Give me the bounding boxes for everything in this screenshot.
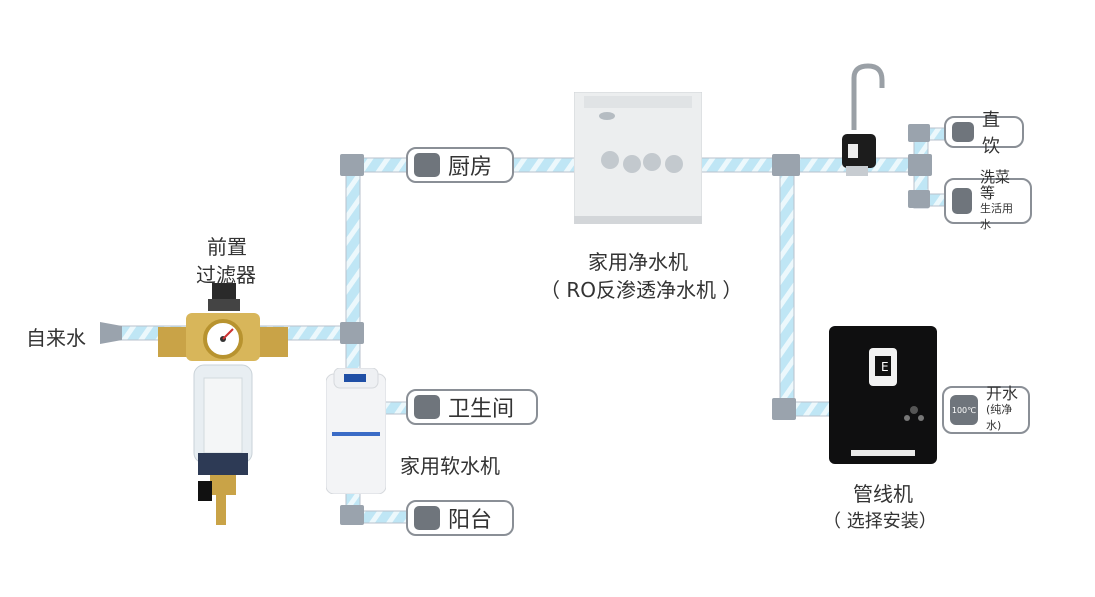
outlet-bathroom: 卫生间 <box>406 389 538 425</box>
faucet-device <box>838 60 888 178</box>
fitting <box>908 124 930 142</box>
fitting <box>772 398 796 420</box>
purifier-sub-label: （ RO反渗透净水机 ） <box>540 278 743 302</box>
temp-badge: 100℃ <box>951 405 977 415</box>
purifier-label: 家用净水机 <box>588 250 688 274</box>
display-glyph: E <box>881 360 889 374</box>
hot-water-icon: 100℃ <box>950 395 978 425</box>
fitting <box>772 154 800 176</box>
prefilter-device <box>158 283 288 533</box>
prefilter-label-line2: 过滤器 <box>196 263 256 287</box>
softener-label: 家用软水机 <box>400 454 500 478</box>
cup-icon <box>952 122 974 142</box>
fitting <box>340 154 364 176</box>
outlet-boil: 100℃ 开水 (纯净水) <box>942 386 1030 434</box>
pipe-riser-kitchen <box>345 161 361 341</box>
outlet-kitchen: 厨房 <box>406 147 514 183</box>
outlet-kitchen-label: 厨房 <box>448 155 493 180</box>
outlet-direct-drink: 直饮 <box>944 110 1024 157</box>
fitting <box>908 190 930 208</box>
inlet-cone <box>100 322 122 344</box>
oven-icon <box>414 153 440 177</box>
outlet-boil-line2: (纯净水) <box>986 403 1013 432</box>
outlet-bathroom-label: 卫生间 <box>448 397 515 422</box>
prefilter-label-line1: 前置 <box>207 235 247 259</box>
pipe-down-pipeline <box>779 164 795 411</box>
pipeline-machine-device: E <box>829 326 937 464</box>
faucet-drop-icon <box>952 188 972 214</box>
softener-device <box>325 367 387 495</box>
outlet-balcony: 阳台 <box>406 500 514 536</box>
outlet-wash-line2: 生活用水 <box>980 202 1013 231</box>
outlet-direct-drink-label: 直饮 <box>982 110 1000 157</box>
fitting <box>908 154 932 176</box>
toilet-icon <box>414 395 440 419</box>
outlet-wash-line1: 洗菜等 <box>980 168 1011 202</box>
washer-icon <box>414 506 440 530</box>
ro-purifier-device <box>573 91 703 225</box>
fitting <box>340 505 364 525</box>
pipeline-label: 管线机 <box>853 482 913 506</box>
outlet-balcony-label: 阳台 <box>448 508 493 533</box>
fitting <box>340 322 364 344</box>
outlet-boil-line1: 开水 <box>986 384 1019 403</box>
outlet-wash: 洗菜等 生活用水 <box>944 169 1032 231</box>
water-in-label: 自来水 <box>26 326 86 350</box>
pipeline-sub-label: （ 选择安装） <box>823 511 937 532</box>
